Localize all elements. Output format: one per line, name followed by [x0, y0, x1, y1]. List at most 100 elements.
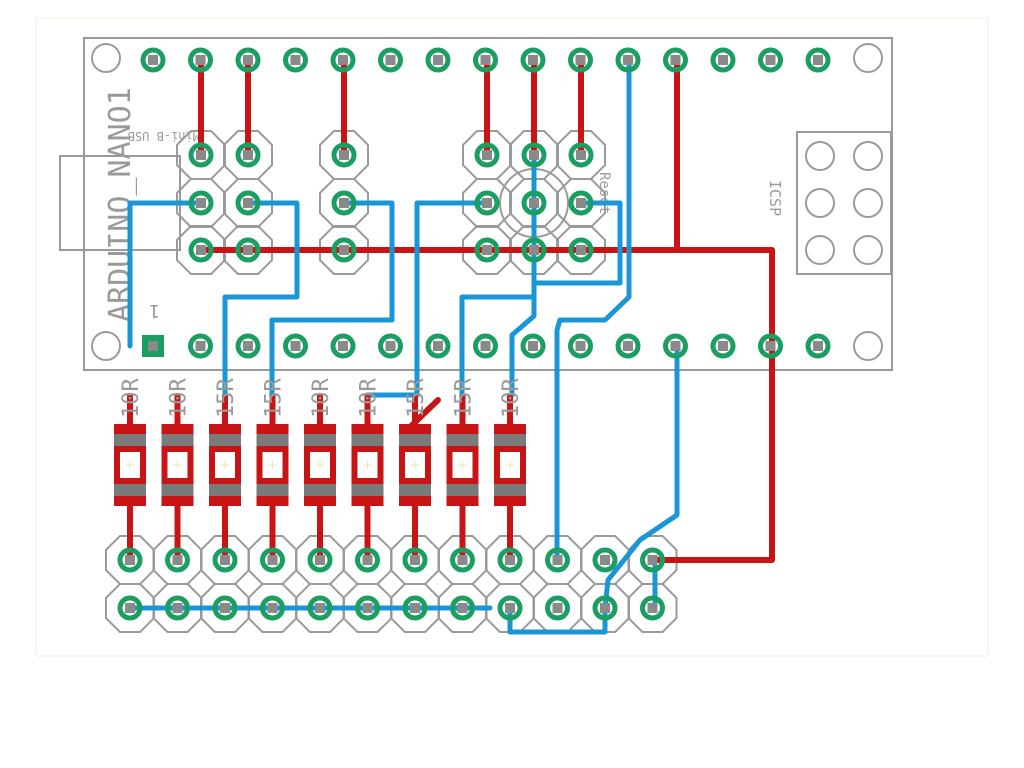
- bottom-trace: [554, 57, 632, 563]
- resistor-label: 15R: [452, 378, 477, 418]
- header-pin: [521, 190, 547, 216]
- nano-pin-top: [805, 47, 831, 73]
- bottom-trace: [269, 200, 395, 398]
- connector-pin-outline: [200, 583, 250, 633]
- header-pin: [474, 142, 500, 168]
- connector-pin-outline: [580, 583, 630, 633]
- header-pin-drill: [243, 150, 253, 160]
- connector-pin-drill: [600, 603, 610, 613]
- nano-pin-bottom: [615, 333, 641, 359]
- icsp-pin: [805, 188, 835, 218]
- connector-pin-drill: [457, 603, 468, 613]
- header-pin: [521, 237, 547, 263]
- connector-pin-drill: [457, 555, 468, 565]
- nano-pin-top: [378, 47, 403, 73]
- resistor-body: [161, 434, 194, 446]
- nano-pin-top: [283, 47, 308, 73]
- nano-pin-bottom: [473, 333, 498, 359]
- connector-pin-outline: [627, 583, 678, 633]
- nano-pin-bottom-drill: [290, 341, 301, 351]
- connector-pin-drill: [267, 555, 278, 565]
- connector-pin: [545, 547, 570, 573]
- header-pin-drill: [529, 150, 539, 160]
- icsp-pads: [805, 141, 883, 265]
- mount-hole-br: [853, 331, 883, 361]
- nano-pin-top: [520, 47, 546, 73]
- header-pin-drill: [339, 150, 349, 160]
- header-pin-drill: [576, 245, 586, 255]
- nano-pin-bottom: [805, 333, 831, 359]
- icsp-pin: [805, 235, 835, 265]
- nano-pin-bottom-drill: [575, 341, 586, 351]
- connector-pin-drill: [125, 603, 135, 613]
- nano-pin-top: [473, 47, 498, 73]
- header-pin-drill: [243, 245, 253, 255]
- nano-pin-top-drill: [575, 55, 586, 65]
- header-pin-drill: [482, 198, 492, 208]
- connector-pin-drill: [505, 555, 515, 565]
- nano-pin-top-drill: [195, 55, 206, 65]
- resistor-body: [446, 434, 479, 446]
- nano-pin-top: [615, 47, 641, 73]
- mount-hole-bl: [91, 331, 121, 361]
- icsp-pin: [805, 141, 835, 171]
- header-pin-drill: [243, 198, 253, 208]
- resistor-body: [114, 484, 146, 496]
- connector-pin-drill: [220, 603, 230, 613]
- resistor-label: 10R: [357, 378, 382, 418]
- nano-pin-top-drill: [623, 55, 633, 65]
- nano-pin-top: [330, 47, 356, 73]
- header-pin: [474, 237, 500, 263]
- icsp-pin: [853, 235, 883, 265]
- connector-pin-drill: [505, 603, 515, 613]
- resistor-array: [114, 395, 526, 560]
- nano-pin-top-drill: [480, 55, 491, 65]
- nano-pin-bottom-drill: [670, 341, 681, 351]
- header-pin-outline: [556, 225, 606, 275]
- mount-hole-tr: [853, 43, 883, 73]
- nano-pin-bottom-drill: [765, 341, 776, 351]
- nano-pin-top-drill: [148, 55, 158, 65]
- nano-pin-top-drill: [765, 55, 776, 65]
- header-pin-drill: [339, 245, 349, 255]
- header-pin: [188, 142, 214, 168]
- nano-pin-top: [710, 47, 736, 73]
- nano-pin-bottom-drill: [148, 341, 158, 351]
- header-pin: [235, 237, 261, 263]
- mount-hole-tl: [91, 43, 121, 73]
- icsp-outline: [796, 131, 892, 275]
- connector-pin-outline: [247, 583, 298, 633]
- header-pin: [331, 190, 357, 216]
- nano-pin-bottom: [235, 333, 261, 359]
- header-pin-drill: [196, 150, 206, 160]
- nano-pin-bottom: [330, 333, 356, 359]
- header-pin-outline: [509, 225, 559, 275]
- nano-pin-bottom-drill: [528, 341, 538, 351]
- nano-pin-top-drill: [338, 55, 348, 65]
- header-pin: [235, 190, 261, 216]
- nano-pin-bottom-drill: [338, 341, 348, 351]
- connector-pin: [592, 547, 618, 573]
- resistor-body: [256, 484, 289, 496]
- icsp-pin: [853, 141, 883, 171]
- nano-pin-bottom-drill: [433, 341, 443, 351]
- nano-pin-bottom-drill: [195, 341, 206, 351]
- resistor-label: 10R: [499, 378, 524, 418]
- resistor-label: 10R: [309, 378, 334, 418]
- header-pin: [188, 190, 214, 216]
- connector-pin: [117, 595, 143, 621]
- nano-pin-bottom: [520, 333, 546, 359]
- connector-pin: [355, 547, 380, 573]
- header-pin-drill: [196, 198, 206, 208]
- connector-pin-outline: [390, 583, 440, 633]
- nano-pin-top-drill: [243, 55, 253, 65]
- connector-pin: [640, 547, 665, 573]
- connector-pin: [402, 547, 428, 573]
- nano-pin-top-drill: [385, 55, 396, 65]
- header-pin: [235, 142, 261, 168]
- bottom-trace: [364, 200, 490, 398]
- nano-pin-bottom: [758, 333, 783, 359]
- header-pin-outline: [176, 225, 226, 275]
- connector-pin-outline: [295, 583, 345, 633]
